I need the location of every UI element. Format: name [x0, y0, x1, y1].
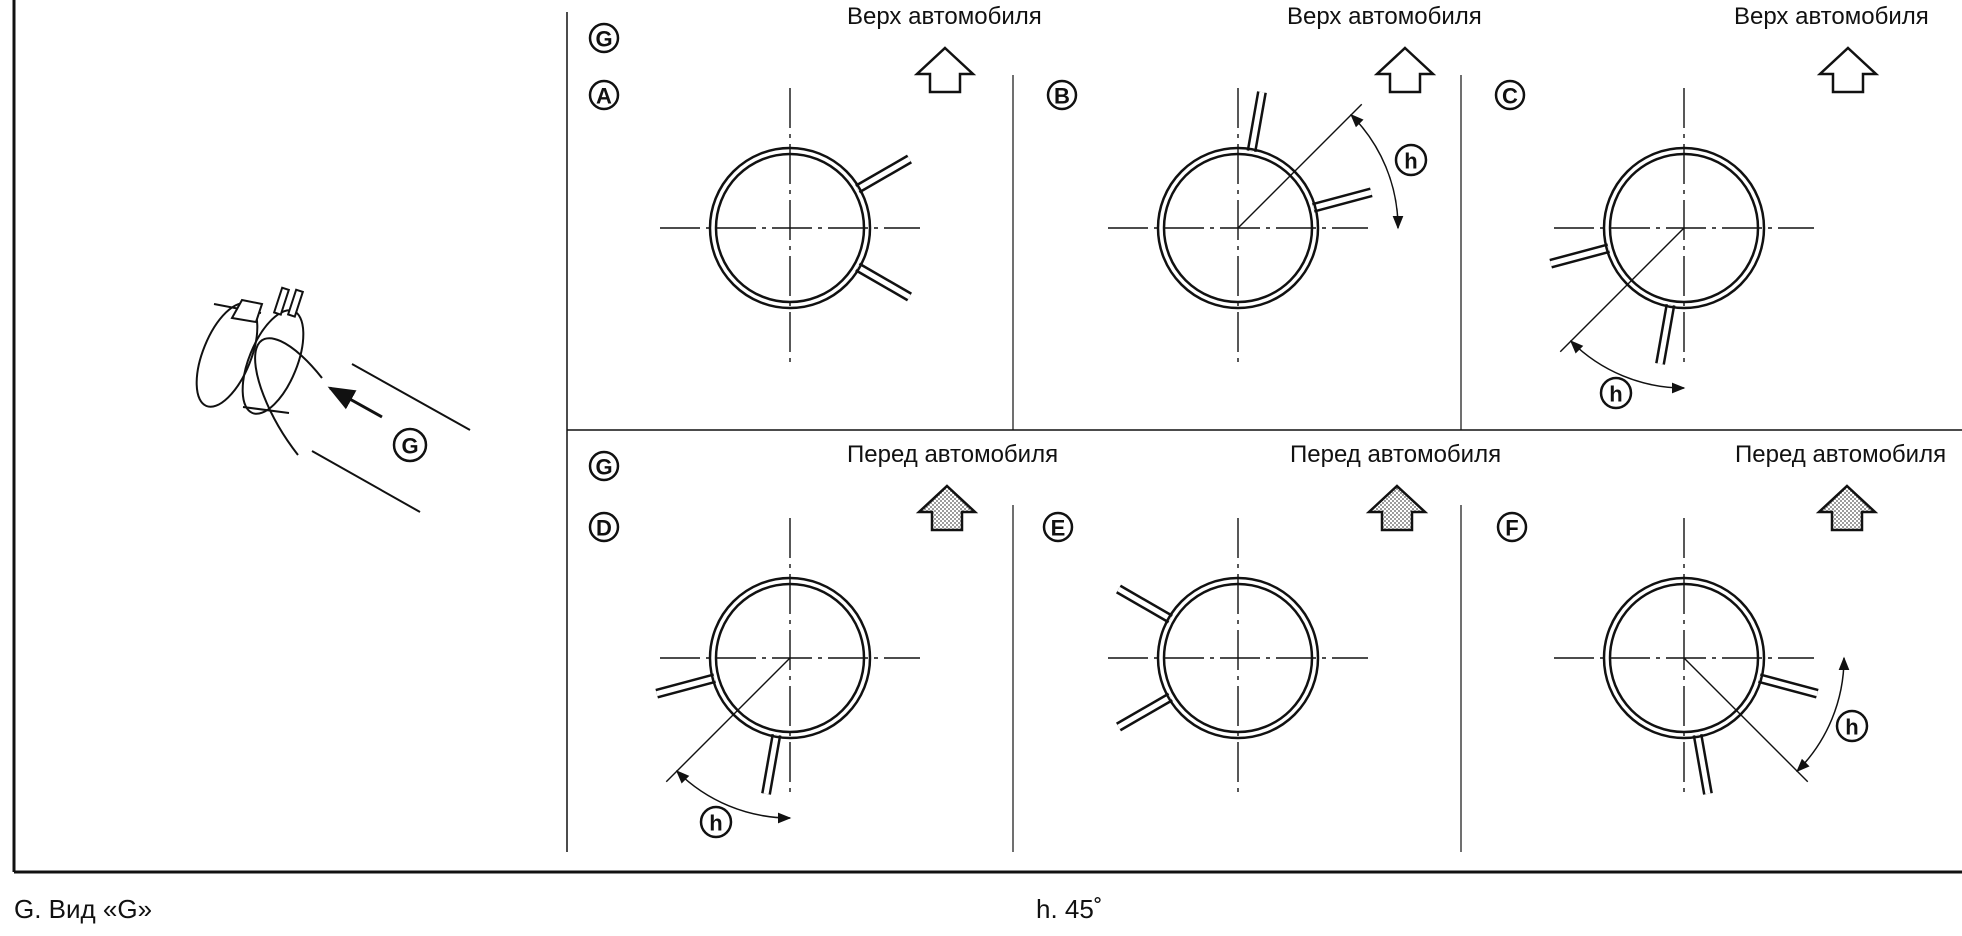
angle-marker-label: h	[1609, 382, 1622, 407]
clamp-band-outer	[1602, 146, 1766, 310]
caption-angle: h. 45˚	[1036, 894, 1103, 924]
panel-letter-c: C	[1494, 79, 1526, 111]
clamp-band-inner	[1608, 152, 1760, 304]
header-front-3: Перед автомобиля	[1735, 441, 1946, 468]
angle-reference-line	[1237, 103, 1363, 229]
clamp-band-inner	[1162, 582, 1314, 734]
header-top-3: Верх автомобиля	[1734, 3, 1929, 30]
clamp-view-b: h	[1108, 88, 1428, 368]
svg-text:G: G	[595, 455, 612, 480]
clamp-tab-inner	[656, 675, 716, 697]
angle-marker-h: h	[1835, 709, 1869, 743]
panel-letter-b: B	[1046, 79, 1078, 111]
angle-marker-h: h	[1599, 376, 1633, 410]
clamp-view-d: h	[655, 518, 920, 839]
clamp-band-inner	[1162, 152, 1314, 304]
clamp-tab-inner	[1550, 245, 1610, 267]
clamp-band-inner	[714, 152, 866, 304]
clamp-view-a	[660, 88, 920, 368]
angle-marker-label: h	[1845, 715, 1858, 740]
angle-marker-h: h	[699, 805, 733, 839]
angle-marker-ring	[1394, 143, 1428, 177]
svg-text:G: G	[595, 27, 612, 52]
panel-letter-a: A	[588, 79, 620, 111]
frame	[12, 0, 1962, 874]
header-front-2: Перед автомобиля	[1290, 441, 1501, 468]
angle-arc	[1569, 340, 1686, 394]
header-front-1: Перед автомобиля	[847, 441, 1058, 468]
view-g-marker-left: G	[392, 427, 428, 463]
panel-graphics: h h h h	[655, 88, 1869, 839]
up-arrow-icon	[913, 46, 1880, 94]
angle-marker-ring	[1835, 709, 1869, 743]
clamp-tab-inner	[1758, 675, 1818, 697]
angle-marker-label: h	[709, 811, 722, 836]
svg-text:D: D	[596, 516, 612, 541]
svg-text:B: B	[1054, 84, 1070, 109]
panel-letter-e: E	[1042, 511, 1074, 543]
clamp-tab-inner	[1117, 694, 1172, 730]
clamp-band-inner	[714, 582, 866, 734]
clamp-band-inner	[1608, 582, 1760, 734]
clamp-band-outer	[708, 576, 872, 740]
clamp-band-outer	[1602, 576, 1766, 740]
angle-arc	[1350, 113, 1404, 230]
clamp-tab-inner	[1249, 91, 1265, 152]
clamp-tab-inner	[1312, 189, 1372, 211]
svg-text:F: F	[1505, 516, 1518, 541]
caption-view-g: G. Вид «G»	[14, 894, 153, 924]
angle-arc	[1796, 656, 1850, 773]
view-g-marker-top: G	[588, 22, 620, 54]
svg-text:G: G	[401, 434, 418, 459]
front-arrow-icon	[915, 484, 1879, 532]
angle-marker-label: h	[1404, 149, 1417, 174]
clamp-tab-inner	[1695, 734, 1711, 795]
svg-text:E: E	[1051, 516, 1066, 541]
angle-reference-line	[1683, 657, 1809, 783]
angle-marker-h: h	[1394, 143, 1428, 177]
panel-letter-f: F	[1496, 511, 1528, 543]
svg-text:A: A	[596, 84, 612, 109]
clamp-view-e	[1108, 518, 1368, 798]
clamp-hose-illustration	[195, 286, 471, 513]
view-g-marker-front: G	[588, 450, 620, 482]
svg-text:C: C	[1502, 84, 1518, 109]
angle-marker-ring	[1599, 376, 1633, 410]
clamp-view-c: h	[1549, 88, 1814, 410]
angle-reference-line	[1559, 227, 1685, 353]
header-top-1: Верх автомобиля	[847, 3, 1042, 30]
clamp-band-outer	[1156, 146, 1320, 310]
clamp-view-f: h	[1554, 518, 1869, 798]
angle-reference-line	[665, 657, 791, 783]
clamp-tab-inner	[1117, 586, 1172, 622]
clamp-tab-inner	[856, 156, 911, 192]
panel-letter-d: D	[588, 511, 620, 543]
angle-arc	[675, 770, 792, 824]
clamp-band-outer	[708, 146, 872, 310]
angle-marker-ring	[699, 805, 733, 839]
clamp-tab-inner	[856, 264, 911, 300]
clamp-band-outer	[1156, 576, 1320, 740]
header-top-2: Верх автомобиля	[1287, 3, 1482, 30]
